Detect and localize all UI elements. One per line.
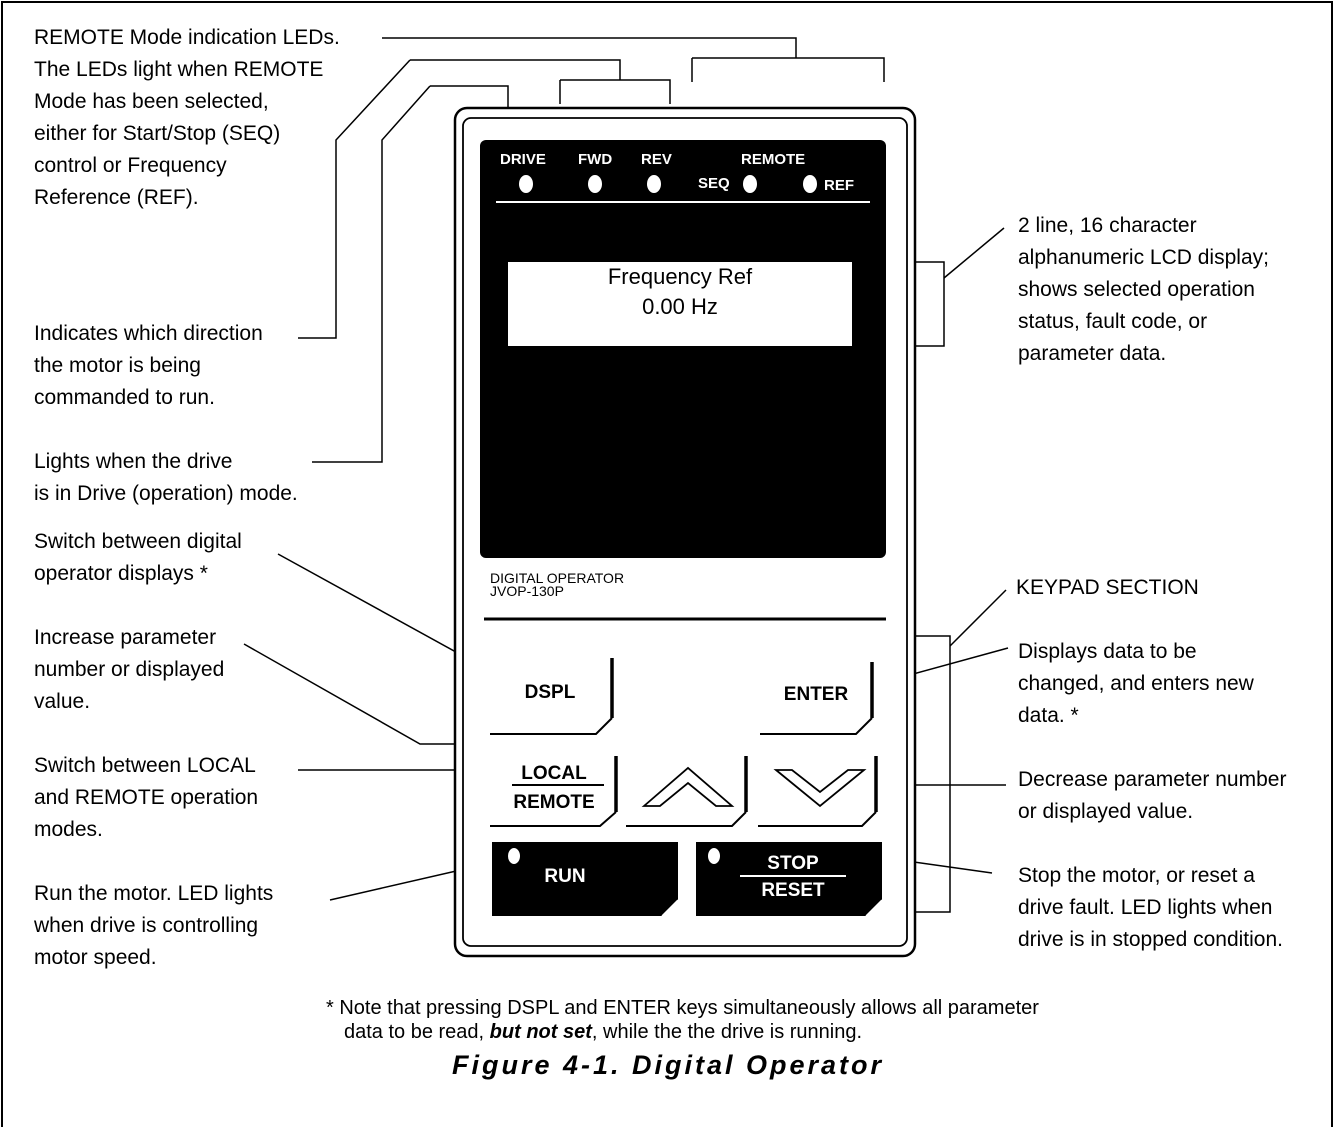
callout-remote-leds: REMOTE Mode indication LEDs. The LEDs li… <box>34 26 340 209</box>
led-label-fwd: FWD <box>578 151 613 168</box>
stop-led-icon <box>708 848 720 864</box>
led-group <box>519 175 817 193</box>
footnote-line-1: * Note that pressing DSPL and ENTER keys… <box>326 997 1039 1019</box>
enter-key-shape <box>760 662 874 735</box>
run-button[interactable]: RUN <box>544 866 586 887</box>
callout-local-remote: Switch between LOCAL and REMOTE operatio… <box>34 754 259 841</box>
seq-led-icon <box>743 175 757 193</box>
run-led-icon <box>508 848 520 864</box>
down-button[interactable] <box>758 756 876 826</box>
led-label-rev: REV <box>641 151 672 168</box>
up-key-shape <box>626 756 748 827</box>
operator-inner-border <box>462 117 908 947</box>
down-key-shape <box>758 756 878 827</box>
remote-label: REMOTE <box>513 792 595 813</box>
reset-label: RESET <box>761 880 825 901</box>
lcd-line-1: Frequency Ref <box>607 264 753 289</box>
rev-led-icon <box>647 175 661 193</box>
stop-label: STOP <box>767 853 819 874</box>
stop-reset-button[interactable] <box>696 842 882 916</box>
footnote-text-a: data to be read, <box>344 1021 490 1043</box>
lcd-text: Frequency Ref 0.00 Hz <box>508 262 852 322</box>
callout-lcd: 2 line, 16 character alphanumeric LCD di… <box>1018 214 1269 365</box>
local-remote-button[interactable] <box>490 756 616 826</box>
model-label-2: JVOP-130P <box>490 583 564 599</box>
display-panel <box>480 140 886 558</box>
dspl-button[interactable]: DSPL <box>524 682 576 703</box>
callout-stop: Stop the motor, or reset a drive fault. … <box>1018 864 1283 951</box>
ref-led-icon <box>803 175 817 193</box>
dspl-key-shape <box>490 658 614 735</box>
down-arrow-icon <box>773 769 867 808</box>
model-label-1: DIGITAL OPERATOR <box>490 570 625 586</box>
run-key-shape <box>492 842 678 916</box>
enter-button[interactable]: ENTER <box>783 684 849 705</box>
callout-run: Run the motor. LED lights when drive is … <box>34 882 274 969</box>
local-remote-key-shape <box>490 756 618 827</box>
footnote-text-c: , while the the drive is running. <box>591 1021 863 1043</box>
callout-drive-mode: Lights when the drive is in Drive (opera… <box>34 450 298 505</box>
fwd-led-icon <box>588 175 602 193</box>
callout-increase: Increase parameter number or displayed v… <box>34 626 225 713</box>
callout-dspl: Switch between digital operator displays… <box>34 530 242 585</box>
up-arrow-icon <box>641 766 735 807</box>
callout-keypad-section: KEYPAD SECTION <box>1016 576 1199 599</box>
figure-caption: Figure 4-1. Digital Operator <box>451 1050 885 1080</box>
led-label-remote: REMOTE <box>741 151 806 168</box>
led-label-drive: DRIVE <box>500 151 546 168</box>
footnote: * Note that pressing DSPL and ENTER keys… <box>326 996 1039 1044</box>
footnote-emphasis: but not set <box>489 1021 592 1043</box>
local-label: LOCAL <box>521 763 587 784</box>
callout-decrease: Decrease parameter number or displayed v… <box>1018 768 1287 823</box>
stop-reset-key-shape <box>696 842 882 916</box>
drive-led-icon <box>519 175 533 193</box>
callout-enter: Displays data to be changed, and enters … <box>1018 640 1254 727</box>
led-label-ref: REF <box>824 177 854 194</box>
callout-direction: Indicates which direction the motor is b… <box>34 322 263 409</box>
led-label-seq: SEQ <box>698 175 730 192</box>
lcd-screen <box>508 262 852 346</box>
lcd-line-2: 0.00 Hz <box>642 294 718 319</box>
footnote-line-2: data to be read, but not set, while the … <box>326 1020 1039 1044</box>
up-button[interactable] <box>626 756 746 826</box>
